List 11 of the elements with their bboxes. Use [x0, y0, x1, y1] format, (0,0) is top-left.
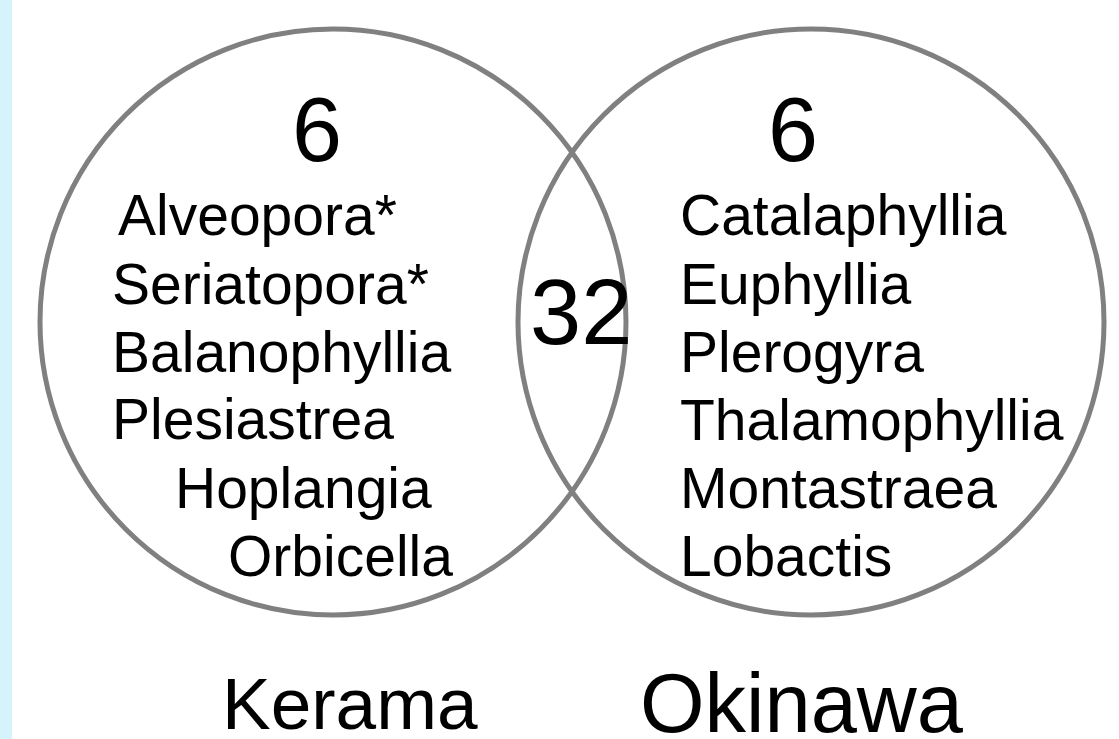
count-number: 6 — [292, 85, 343, 175]
set-label: Okinawa — [640, 661, 963, 739]
genus-name: Orbicella — [228, 527, 453, 585]
genus-name: Plesiastrea — [112, 390, 394, 448]
set-label: Kerama — [222, 666, 478, 739]
genus-name: Montastraea — [680, 459, 997, 517]
genus-name: Lobactis — [680, 527, 893, 585]
set-circle — [37, 26, 629, 618]
set-circle — [515, 26, 1107, 618]
overlap-count: 32 — [530, 266, 633, 358]
count-number: 6 — [768, 85, 819, 175]
